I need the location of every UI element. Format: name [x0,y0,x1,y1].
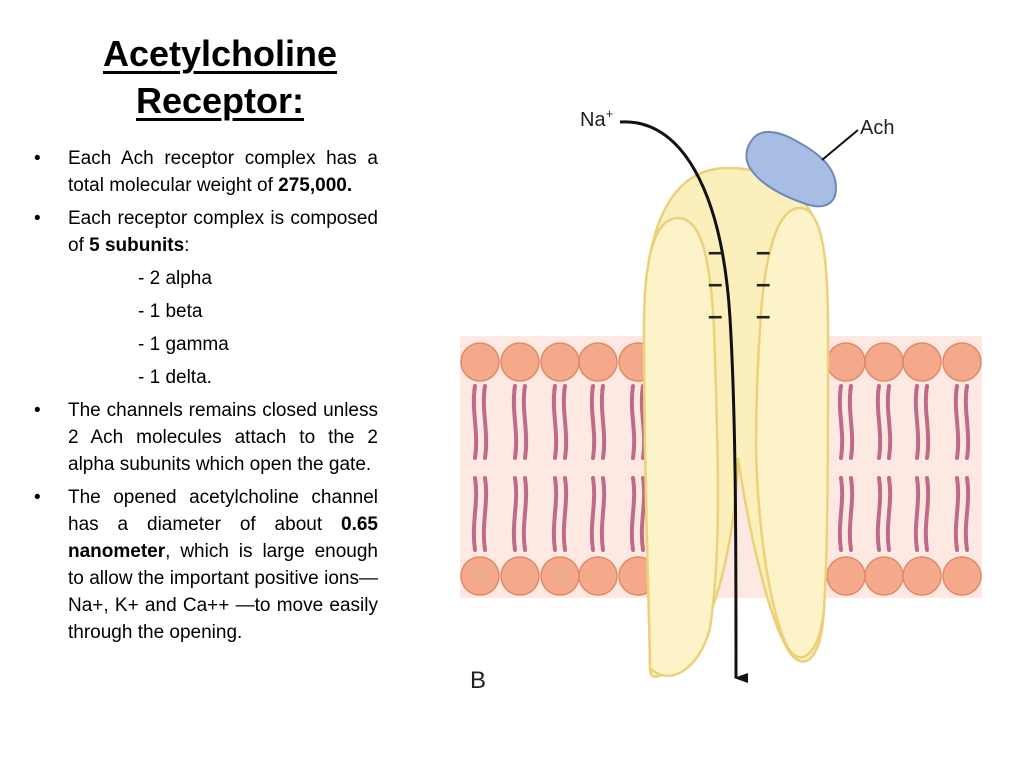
lipid-tail [511,476,519,552]
bullet-bold: 0.65 nanometer [68,514,378,562]
subunit-item-gamma: - 1 gamma [138,334,229,355]
lipid-head [540,556,580,596]
lipid-head [902,342,942,382]
lipid-head [902,556,942,596]
lipid-tail [599,384,607,460]
lipid-tail [629,384,637,460]
bullet-text: The opened acetylcholine channel has a d… [68,487,378,535]
lipid-tail [875,384,883,460]
charge-sign: – [708,236,722,266]
lipid-tail [963,384,971,460]
lipid-head [826,342,866,382]
lipid-tail [471,384,479,460]
ach-label: Ach [860,117,894,139]
lipid-tail [561,384,569,460]
lipid-head [460,556,500,596]
lipid-tail [639,476,647,552]
channel-right-subunit [754,206,830,659]
lipid-tail [837,384,845,460]
lipid-tail [923,476,931,552]
lipid-head [500,556,540,596]
lipid-tail [521,476,529,552]
lipid-tail [561,476,569,552]
lipid-tail [923,384,931,460]
lipid-tail [599,476,607,552]
lipid-head [460,342,500,382]
lipid-tail [913,384,921,460]
lipid-head [826,556,866,596]
lipid-tail [629,476,637,552]
lipid-head [864,556,904,596]
ion-flow-arrow [619,120,749,683]
lipid-head [540,342,580,382]
bullet-item-subunits: • Each receptor complex is composed of 5… [30,205,378,259]
receptor-diagram-svg: Ach Na+ – – – – – – B [460,68,982,698]
bullet-item-weight: • Each Ach receptor complex has a total … [30,145,378,199]
bullet-item-diameter: • The opened acetylcholine channel has a… [30,484,378,646]
ach-molecule [745,131,838,208]
subunit-item-beta: - 1 beta [138,301,203,322]
lipid-tail [875,476,883,552]
lipid-tail [885,476,893,552]
lipid-bilayer [460,342,982,596]
lipid-tail [471,476,479,552]
bullet-item-gate: • The channels remains closed unless 2 A… [30,397,378,478]
lipid-head [942,556,982,596]
lipid-tail [913,476,921,552]
lipid-tail [847,384,855,460]
bullet-list: • Each Ach receptor complex has a total … [30,145,378,652]
bullet-text: Each receptor complex is composed of [68,208,378,256]
panel-letter: B [470,667,486,694]
charge-sign: – [756,268,770,298]
ach-pointer-line [821,129,859,161]
bullet-text-post: , which is large enough to allow the imp… [68,541,378,643]
lipid-tail [847,476,855,552]
bullet-text-post: : [184,235,190,256]
bullet-text: The channels remains closed unless 2 Ach… [68,400,378,475]
bullet-bold: 5 subunits [89,235,185,256]
receptor-diagram: Ach Na+ – – – – – – B [460,68,982,698]
lipid-tail [481,476,489,552]
slide-title: Acetylcholine Receptor: [60,30,380,124]
lipid-tail [589,384,597,460]
lipid-tail [953,384,961,460]
lipid-head [578,342,618,382]
charge-sign: – [708,268,722,298]
ion-charge: + [606,106,614,121]
lipid-head [500,342,540,382]
lipid-tail [551,476,559,552]
lipid-tail [511,384,519,460]
bullet-marker: • [34,148,41,169]
ion-label: Na+ [580,106,613,131]
lipid-tail [521,384,529,460]
lipid-tail [953,476,961,552]
channel-left-subunit [642,216,720,678]
bullet-marker: • [34,208,41,229]
title-line-1: Acetylcholine [102,33,338,74]
bullet-marker: • [34,400,41,421]
lipid-tail [639,384,647,460]
lipid-head [864,342,904,382]
subunit-item-alpha: - 2 alpha [138,268,212,289]
lipid-tail [589,476,597,552]
lipid-tail [481,384,489,460]
subunit-item-delta: - 1 delta. [138,367,212,388]
lipid-tail [963,476,971,552]
bullet-marker: • [34,487,41,508]
bullet-text: Each Ach receptor complex has a total mo… [68,148,378,196]
title-line-2: Receptor: [135,80,305,121]
charge-sign: – [708,300,722,330]
lipid-head [578,556,618,596]
charge-sign: – [756,236,770,266]
charge-sign: – [756,300,770,330]
ion-symbol: Na [580,109,606,131]
lipid-head [942,342,982,382]
lipid-tail [885,384,893,460]
subunit-list: - 2 alpha - 1 beta - 1 gamma - 1 delta. [30,265,378,391]
lipid-tail [551,384,559,460]
bullet-bold: 275,000. [278,175,353,196]
lipid-tail [837,476,845,552]
